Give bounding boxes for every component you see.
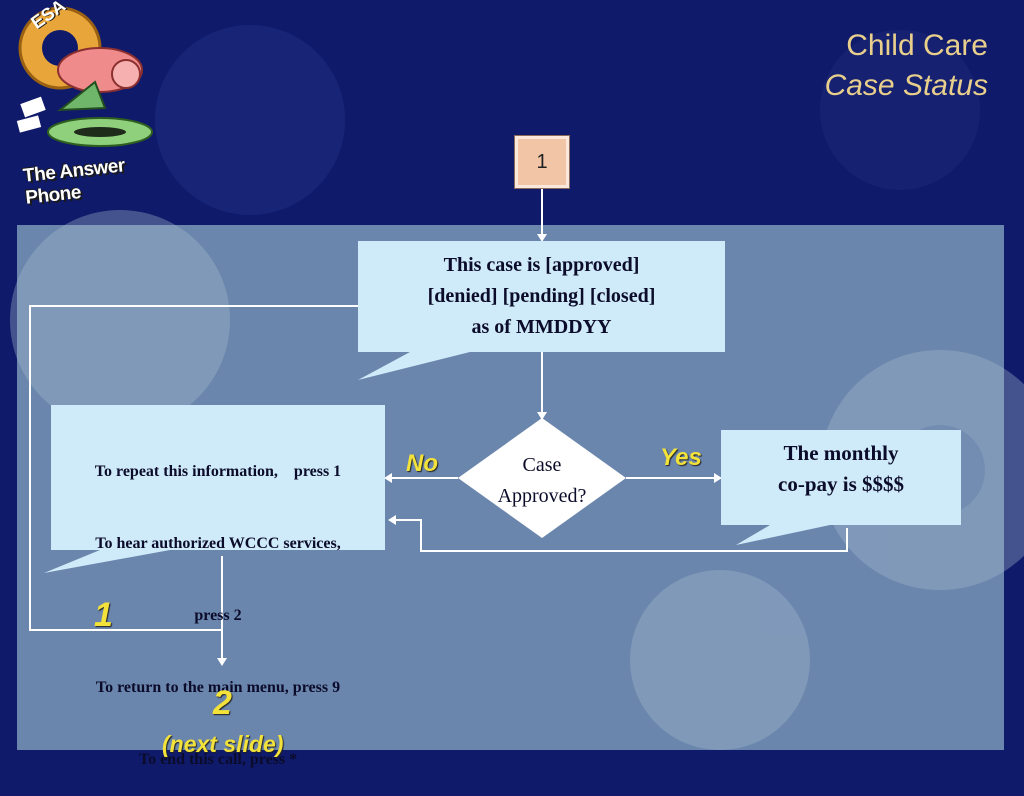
yes-label: Yes [660, 444, 702, 471]
copay-callout-tail [736, 525, 830, 545]
panel-gear-decoration [10, 210, 1024, 750]
step-number-box: 1 [514, 135, 570, 189]
connector-repeat-loop [29, 305, 360, 631]
step-number: 1 [536, 150, 548, 173]
next-number: 2 [213, 684, 232, 722]
copay-callout-text: The monthly co-pay is $$$$ [721, 438, 961, 500]
menu-line-3: press 2 [194, 607, 242, 624]
background-gears [155, 25, 980, 215]
loop-label: 1 [94, 596, 113, 634]
copay-line-1: The monthly [783, 441, 899, 465]
arrowhead-left-return [388, 515, 396, 525]
arrowhead-left-menu [384, 473, 392, 483]
status-callout-box [358, 241, 725, 352]
slide-title: Child Care [846, 29, 988, 62]
slide-canvas [10, 6, 1024, 750]
decision-line-1: Case [522, 454, 562, 476]
arrowhead-down-decision [537, 412, 547, 420]
status-callout-text: This case is [approved] [denied] [pendin… [358, 250, 725, 343]
answer-phone-logo [16, 6, 153, 147]
arrowhead-down-next [217, 658, 227, 666]
no-label: No [406, 450, 438, 477]
menu-callout-box [51, 405, 385, 550]
arrowhead-right-copay [714, 473, 722, 483]
copay-callout-box [721, 430, 961, 525]
menu-line-2: To hear authorized WCCC services, [95, 535, 341, 552]
menu-line-1: To repeat this information, press 1 [94, 463, 342, 480]
status-callout-tail [358, 352, 470, 380]
slide-subtitle: Case Status [824, 69, 988, 102]
flow-arrowheads [217, 234, 722, 666]
connector-copay-return [394, 519, 848, 552]
menu-callout-tail [44, 550, 170, 573]
status-line-3: as of MMDDYY [471, 316, 612, 338]
menu-line-5: To end this call, press * [138, 751, 298, 768]
arrowhead-down-status [537, 234, 547, 242]
decision-line-2: Approved? [497, 485, 587, 507]
leaf-icon [56, 80, 107, 112]
copay-line-2: co-pay is $$$$ [778, 472, 904, 496]
flow-connectors [29, 188, 848, 660]
decision-text: Case Approved? [472, 450, 612, 512]
menu-callout-text: To repeat this information, press 1 To h… [51, 412, 385, 796]
status-line-2: [denied] [pending] [closed] [427, 285, 656, 307]
decision-diamond [458, 418, 626, 538]
menu-line-4: To return to the main menu, press 9 [95, 679, 341, 696]
next-slide-label: (next slide) [162, 731, 284, 757]
status-line-1: This case is [approved] [443, 254, 640, 276]
slide-title-block: Child Care Case Status [825, 26, 988, 106]
